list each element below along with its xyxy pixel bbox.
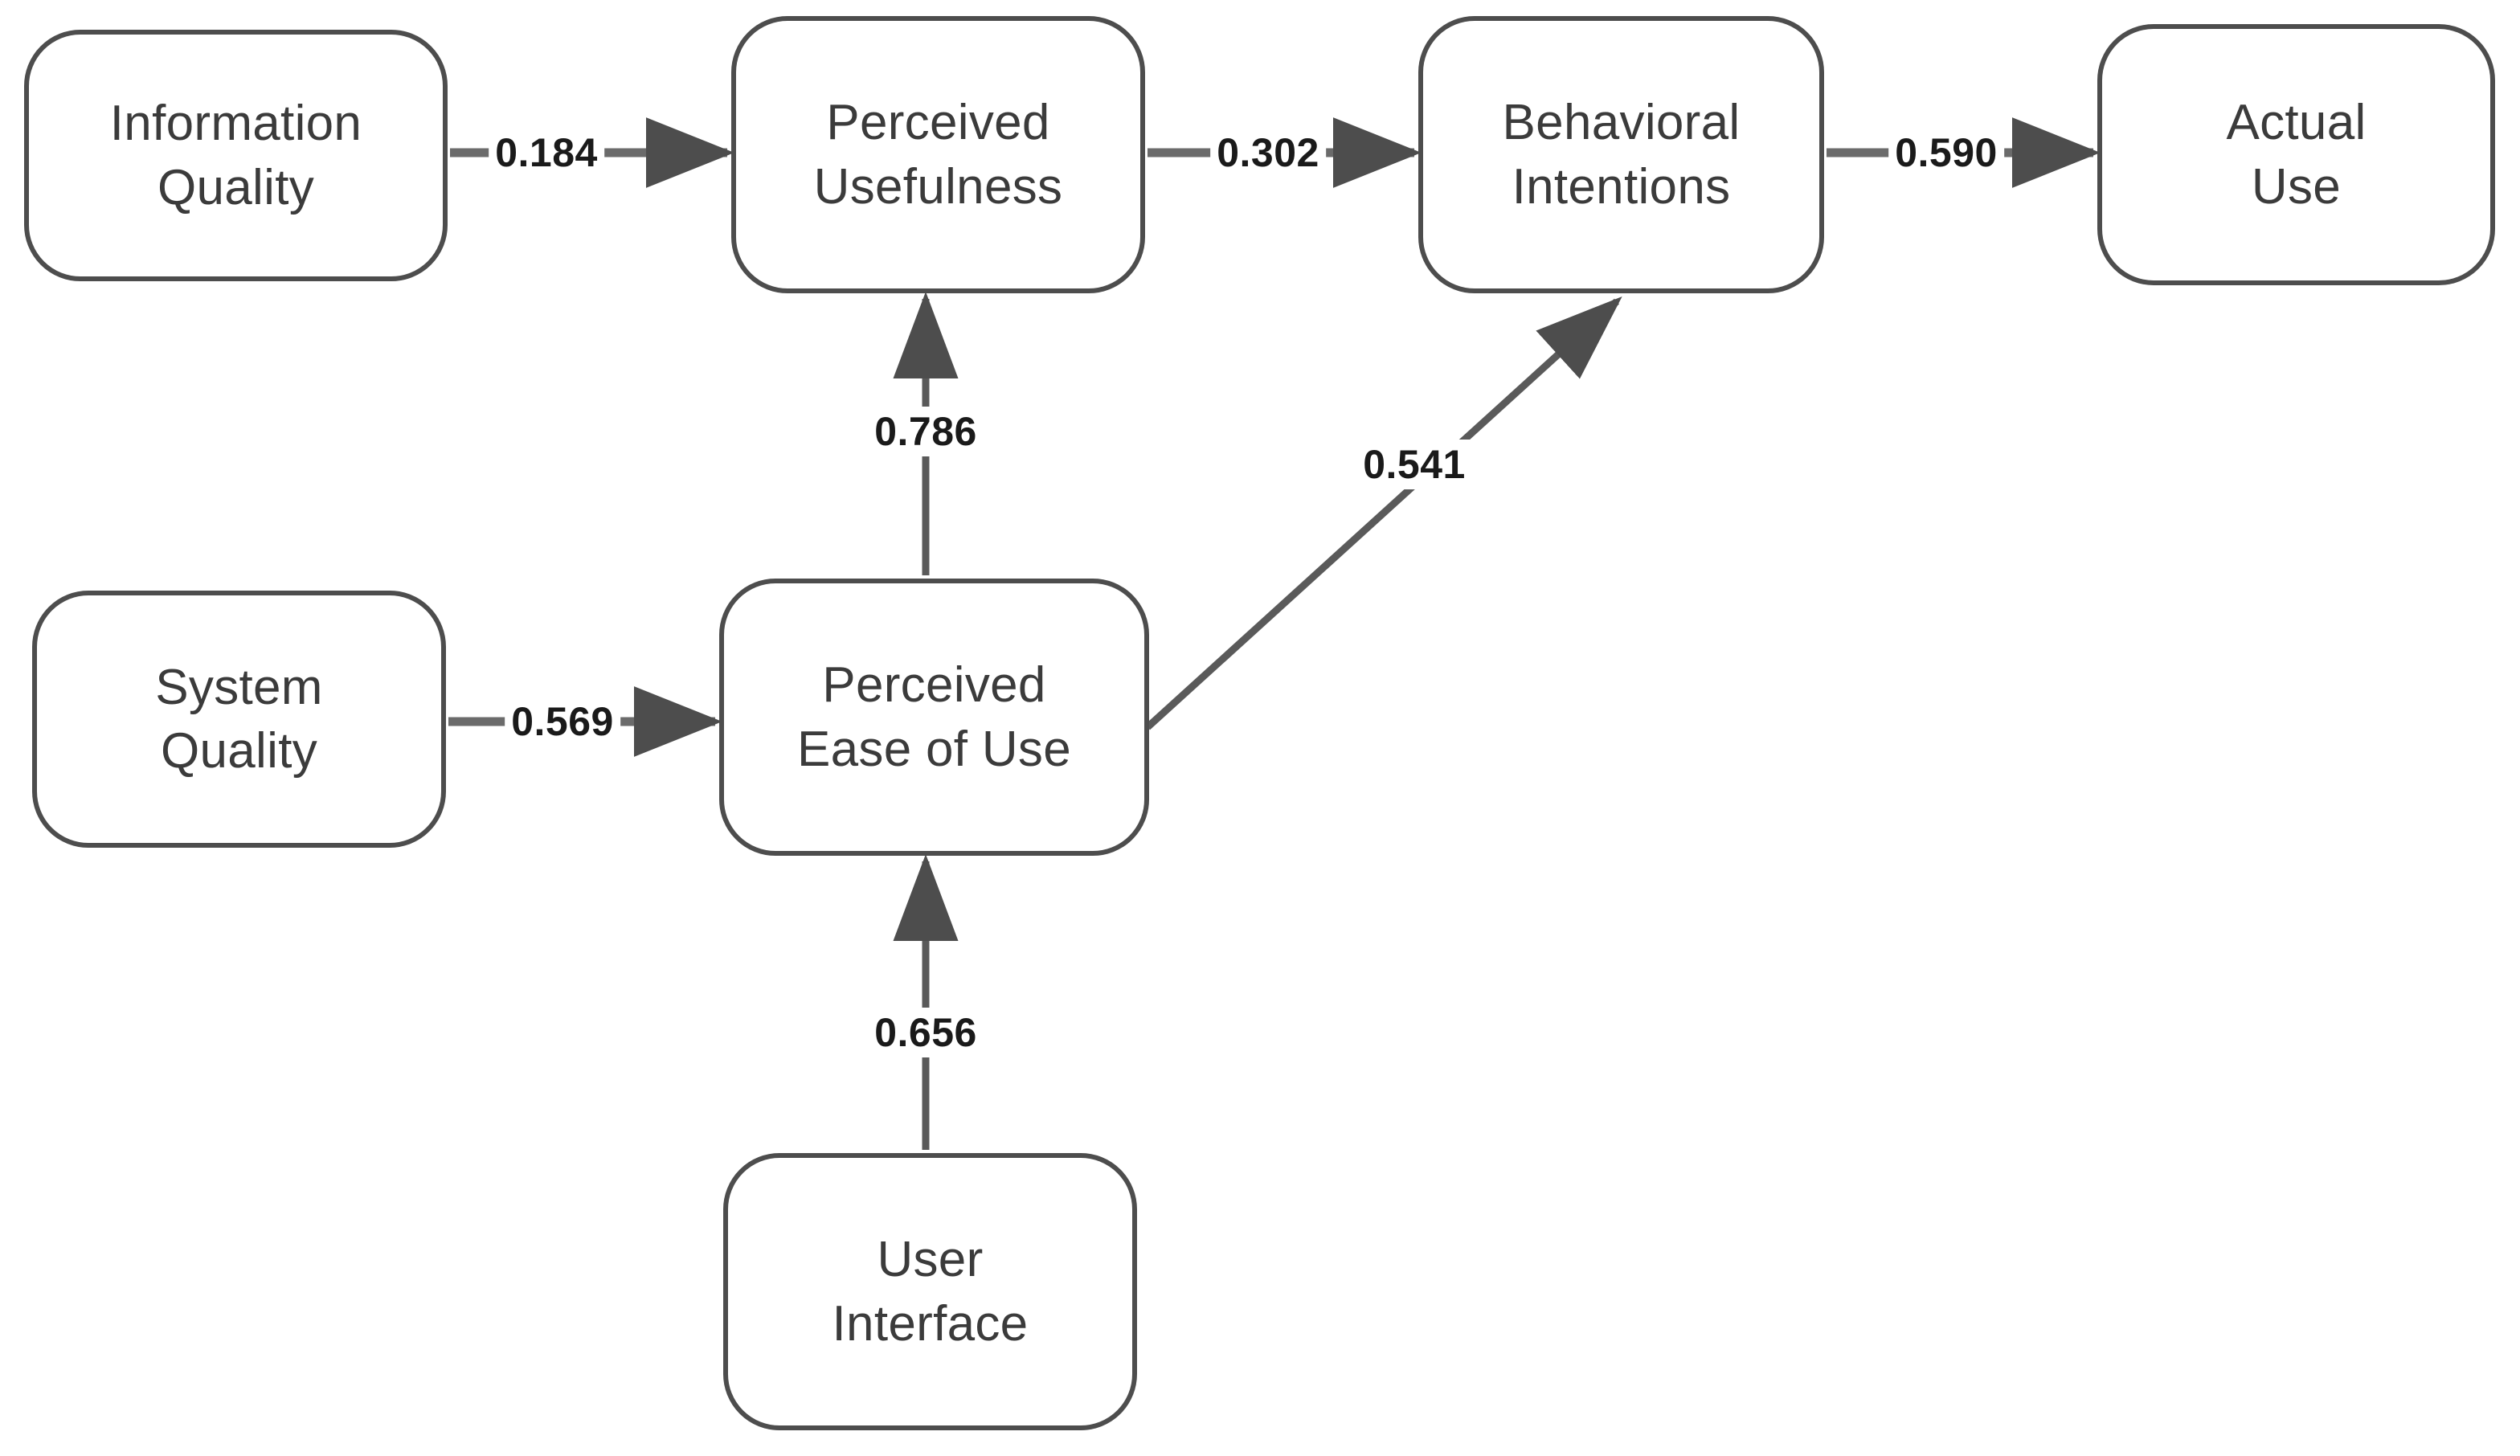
node-user-interface[interactable]: User Interface xyxy=(723,1153,1137,1430)
node-label-line1: Information xyxy=(109,96,362,152)
node-label-line1: Behavioral xyxy=(1502,95,1741,151)
node-label-line2: Usefulness xyxy=(813,158,1063,215)
edge-label-iq-to-pu: 0.184 xyxy=(489,128,604,178)
edge-label-peou-to-bi: 0.541 xyxy=(1356,440,1472,489)
node-label-line1: System xyxy=(155,659,323,715)
node-label-line2: Ease of Use xyxy=(796,721,1072,777)
node-system-quality[interactable]: System Quality xyxy=(32,591,446,848)
edge-label-pu-to-bi: 0.302 xyxy=(1210,128,1326,178)
node-label-line1: Perceived xyxy=(826,95,1050,151)
node-behavioral-intentions[interactable]: Behavioral Intentions xyxy=(1418,16,1824,293)
edge-label-bi-to-au: 0.590 xyxy=(1888,128,2004,178)
node-label-line2: Quality xyxy=(157,159,315,215)
node-information-quality[interactable]: Information Quality xyxy=(24,30,448,281)
node-label-line2: Use xyxy=(2251,158,2342,215)
node-label-line1: User xyxy=(877,1232,984,1288)
node-actual-use[interactable]: Actual Use xyxy=(2097,24,2495,285)
node-label-line1: Perceived xyxy=(822,657,1046,714)
node-perceived-usefulness[interactable]: Perceived Usefulness xyxy=(731,16,1145,293)
node-label-line1: Actual xyxy=(2226,95,2367,151)
edge-line-peou-to-bi xyxy=(1144,296,1622,730)
node-perceived-ease-of-use[interactable]: Perceived Ease of Use xyxy=(719,579,1149,856)
edge-label-peou-to-pu: 0.786 xyxy=(868,407,984,456)
node-label-line2: Intentions xyxy=(1512,158,1731,215)
edge-label-sq-to-peou: 0.569 xyxy=(505,697,620,746)
node-label-line2: Quality xyxy=(160,723,318,779)
edge-label-ui-to-peou: 0.656 xyxy=(868,1008,984,1057)
node-label-line2: Interface xyxy=(832,1295,1029,1352)
